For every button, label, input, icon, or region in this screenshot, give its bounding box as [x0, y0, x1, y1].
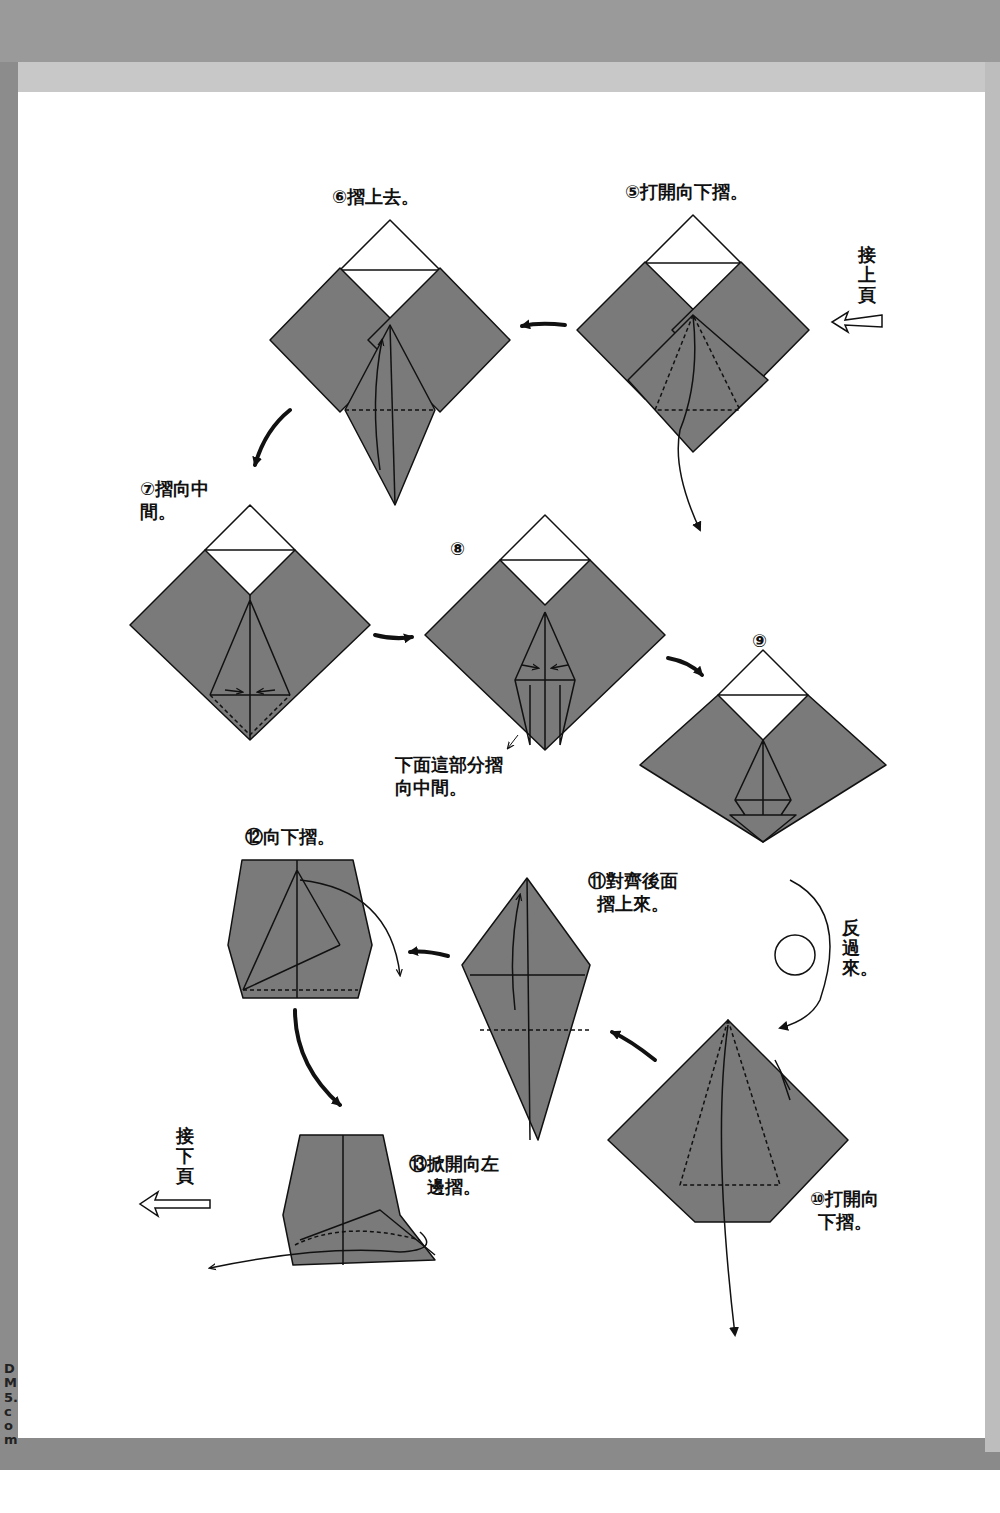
step-number: ⑨ [752, 630, 767, 653]
step-note: 下面這部分摺向中間。 [395, 754, 508, 799]
step-label: ⑩打開向下摺。 [805, 1188, 884, 1233]
step-label: ⑥摺上去。 [332, 186, 419, 209]
page-note: 接上頁 [858, 245, 876, 304]
step-label: ⑪對齊後面摺上來。 [585, 870, 680, 915]
page-note: 接下頁 [176, 1126, 194, 1185]
step-number: ⑧ [450, 538, 465, 561]
step-label: ⑦摺向中間。 [140, 478, 217, 523]
step-label: ⑫向下摺。 [245, 826, 335, 849]
step-label: ⑬掀開向左邊摺。 [405, 1153, 502, 1198]
step-note: 反過來。 [842, 918, 860, 977]
step-label: ⑤打開向下摺。 [625, 181, 748, 204]
watermark: DM5.com [4, 1362, 17, 1448]
